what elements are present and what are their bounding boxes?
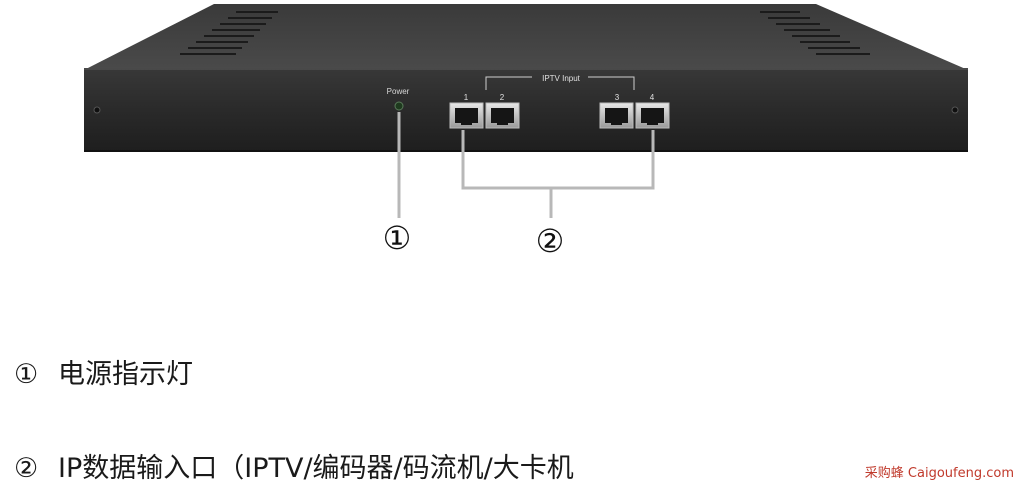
vent-right: [760, 11, 870, 55]
ethernet-port-1[interactable]: [449, 102, 484, 129]
callout-marker-2: ②: [536, 223, 565, 259]
port-number-2: 2: [500, 93, 505, 102]
power-led: [394, 101, 404, 111]
iptv-group-bracket: [485, 76, 532, 90]
power-label: Power: [387, 87, 410, 96]
watermark: 采购蜂 Caigoufeng.com: [864, 466, 1014, 481]
screw-left: [93, 106, 101, 114]
callout-marker-1: ①: [383, 220, 412, 256]
legend-text-1: 电源指示灯: [58, 359, 193, 390]
ethernet-port-4[interactable]: [635, 102, 670, 129]
chassis-front: [84, 68, 968, 152]
legend-text-2: IP数据输入口（IPTV/编码器/码流机/大卡机: [58, 453, 574, 484]
vent-left: [180, 11, 278, 55]
screw-right: [951, 106, 959, 114]
port-number-1: 1: [464, 93, 469, 102]
ethernet-port-2[interactable]: [485, 102, 520, 129]
legend-marker-2: ②: [14, 453, 39, 484]
leader-line-ports: [461, 130, 655, 190]
chassis-top: [84, 4, 968, 70]
ethernet-port-3[interactable]: [599, 102, 634, 129]
legend-item-power-indicator: ① 电源指示灯: [14, 352, 193, 391]
port-number-3: 3: [615, 93, 620, 102]
port-number-4: 4: [650, 93, 655, 102]
iptv-group-label: IPTV Input: [542, 74, 581, 83]
legend-item-ip-input: ② IP数据输入口（IPTV/编码器/码流机/大卡机: [14, 446, 574, 485]
legend-marker-1: ①: [14, 359, 39, 390]
